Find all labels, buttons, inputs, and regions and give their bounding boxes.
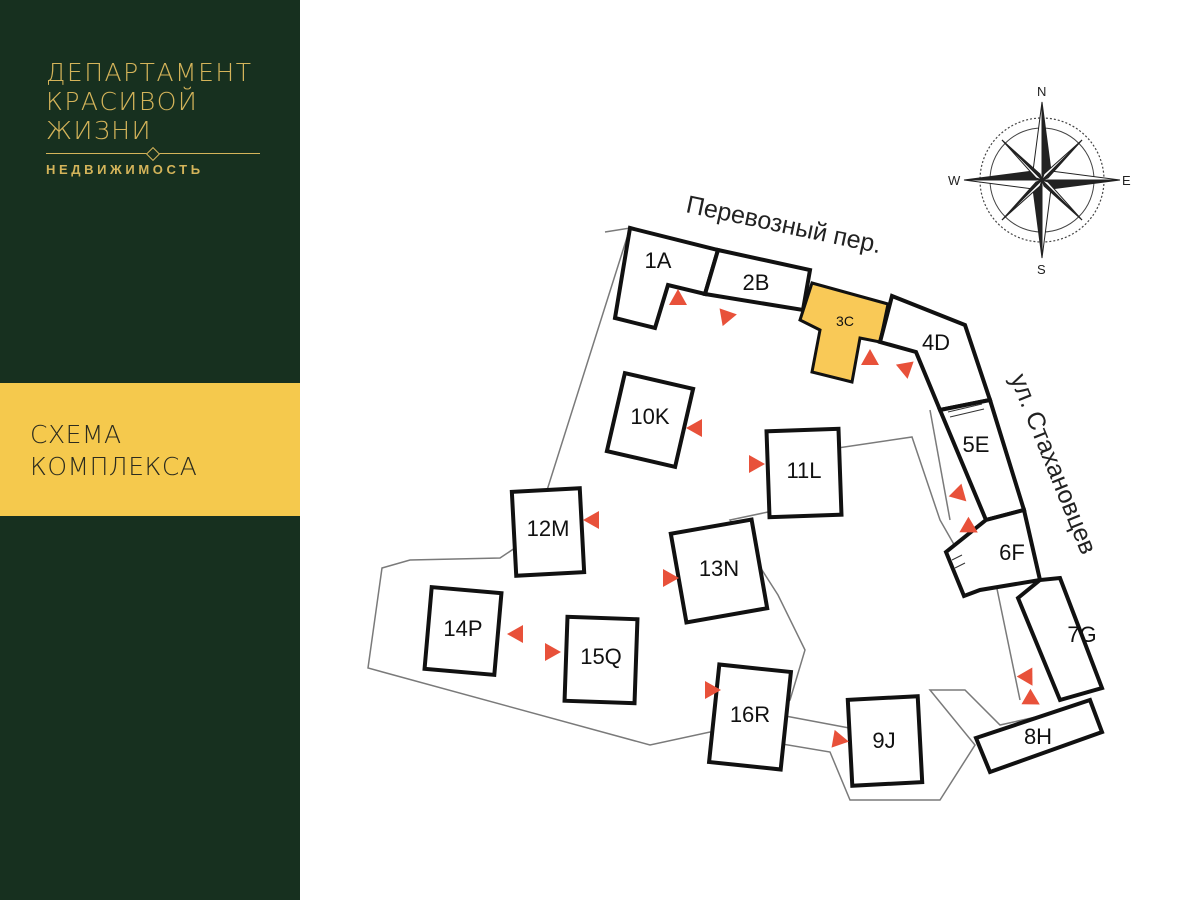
banner-title: СХЕМА КОМПЛЕКСА <box>30 419 197 483</box>
section-banner: СХЕМА КОМПЛЕКСА <box>0 383 300 516</box>
entrance-arrow-icon <box>959 516 978 533</box>
entrance-arrow-icon <box>1016 667 1033 686</box>
building-label-11L: 11L <box>786 458 821 483</box>
building-label-10K: 10K <box>630 404 669 429</box>
building-8H[interactable] <box>973 697 1105 775</box>
building-label-4D: 4D <box>922 330 950 355</box>
building-label-15Q: 15Q <box>580 644 622 669</box>
entrance-arrow-icon <box>1021 688 1040 705</box>
entrance-arrow-icon <box>895 361 914 379</box>
entrance-arrows <box>507 289 1040 748</box>
diamond-icon <box>145 146 161 162</box>
entrance-arrow-icon <box>705 681 721 699</box>
logo-line-1: ДЕПАРТАМЕНТ <box>46 58 253 87</box>
entrance-arrow-icon <box>831 729 849 748</box>
compass-s: S <box>1037 262 1046 277</box>
building-11L[interactable] <box>764 426 844 520</box>
logo-line-2: КРАСИВОЙ <box>46 87 199 116</box>
entrance-arrow-icon <box>861 349 879 365</box>
building-label-9J: 9J <box>872 728 895 753</box>
building-label-3C: 3C <box>836 313 854 329</box>
brand-logo[interactable]: ДЕПАРТАМЕНТ КРАСИВОЙ ЖИЗНИ НЕДВИЖИМОСТЬ <box>46 58 266 177</box>
building-label-1A: 1A <box>645 248 672 273</box>
logo-divider <box>46 146 260 162</box>
building-5E[interactable] <box>937 397 1027 523</box>
entrance-arrow-icon <box>686 419 702 437</box>
stairs-marker <box>947 403 985 569</box>
building-label-5E: 5E <box>963 432 990 457</box>
building-3C[interactable] <box>798 281 890 384</box>
building-label-14P: 14P <box>443 616 482 641</box>
entrance-arrow-icon <box>663 569 679 587</box>
building-14P[interactable] <box>422 584 504 678</box>
building-1A[interactable] <box>612 225 721 331</box>
inner-path <box>929 409 951 521</box>
entrance-arrow-icon <box>749 455 765 473</box>
logo-line-3: ЖИЗНИ <box>46 116 152 145</box>
building-label-2B: 2B <box>743 270 770 295</box>
entrance-arrow-icon <box>719 308 737 327</box>
building-10K[interactable] <box>604 370 696 470</box>
inner-path <box>779 714 861 731</box>
building-labels: 1A 2B 3C 4D 5E 6F 7G 8H 9J 10K 11L 12M 13N 14P 15Q 16R <box>443 248 1096 753</box>
entrance-arrow-icon <box>669 289 687 305</box>
building-label-7G: 7G <box>1067 622 1096 647</box>
complex-site-plan: 1A2B3C4D5E6F7G8H9J10K11L12M13N14P15Q16R … <box>367 84 1131 801</box>
building-label-8H: 8H <box>1024 724 1052 749</box>
building-6F[interactable] <box>943 507 1043 599</box>
logo-subtitle: НЕДВИЖИМОСТЬ <box>46 162 204 177</box>
compass-n: N <box>1037 84 1046 99</box>
building-label-6F: 6F <box>999 540 1025 565</box>
entrance-arrow-icon <box>507 625 523 643</box>
banner-line-2: КОМПЛЕКСА <box>30 452 198 481</box>
building-9J[interactable] <box>845 694 925 788</box>
building-7G[interactable] <box>1015 575 1105 703</box>
compass-rose-icon: N E S W <box>948 84 1131 277</box>
compass-w: W <box>948 173 961 188</box>
building-label-12M: 12M <box>527 516 570 541</box>
entrance-arrow-icon <box>583 511 599 529</box>
entrance-arrow-icon <box>545 643 561 661</box>
banner-line-1: СХЕМА <box>30 420 122 449</box>
compass-e: E <box>1122 173 1131 188</box>
building-12M[interactable] <box>509 486 587 578</box>
building-15Q[interactable] <box>562 614 640 706</box>
building-label-13N: 13N <box>699 556 739 581</box>
building-16R[interactable] <box>706 662 794 772</box>
sidebar: ДЕПАРТАМЕНТ КРАСИВОЙ ЖИЗНИ НЕДВИЖИМОСТЬ … <box>0 0 300 900</box>
building-label-16R: 16R <box>730 702 770 727</box>
entrance-arrow-icon <box>948 483 967 502</box>
